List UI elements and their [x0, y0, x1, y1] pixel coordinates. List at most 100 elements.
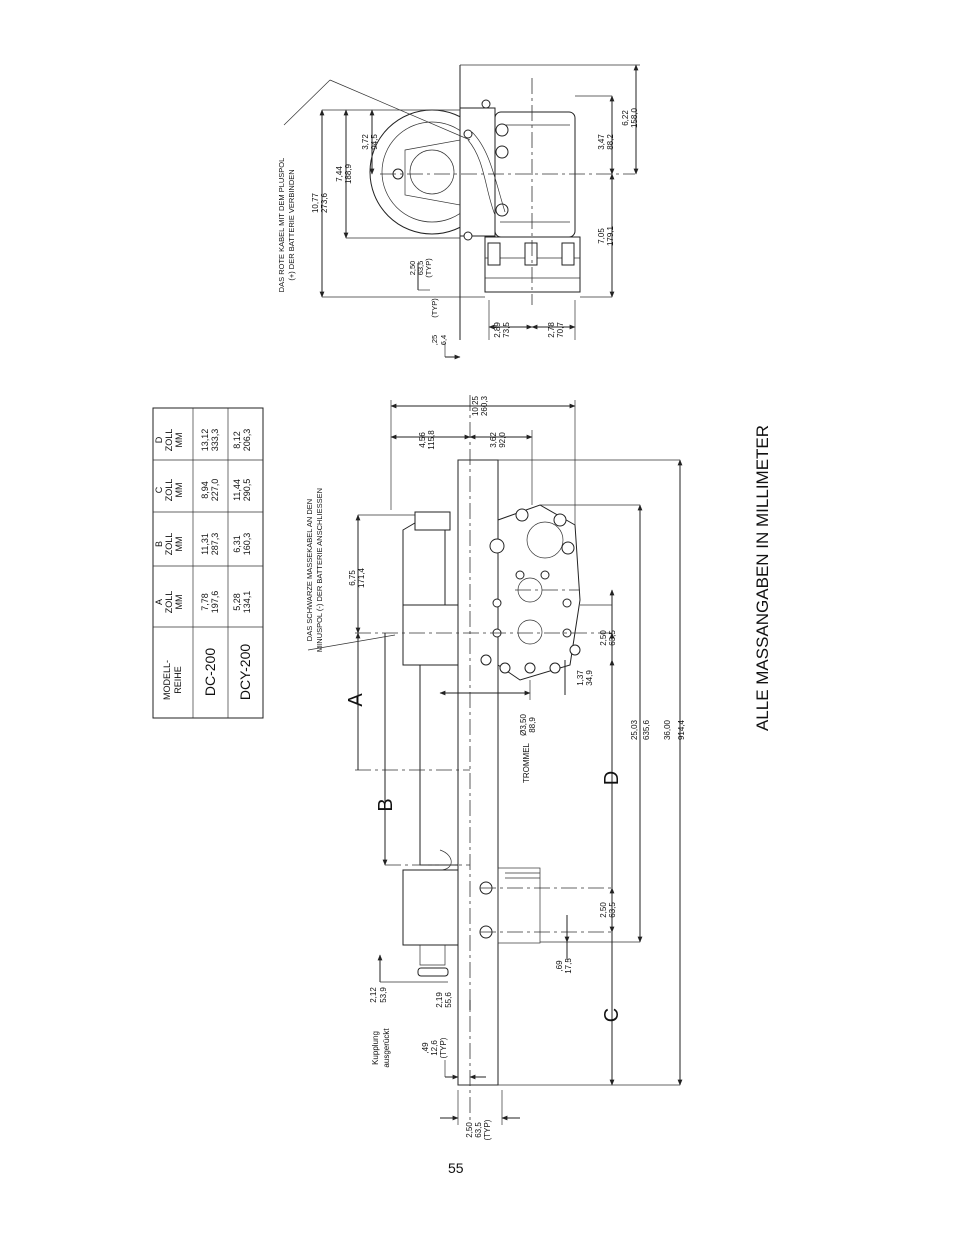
- dim-6-22: 6,22 158,0: [621, 107, 639, 128]
- svg-text:MM: MM: [174, 433, 184, 448]
- row-dcy200-c: 11,44 290,5: [232, 479, 252, 502]
- svg-text:635,6: 635,6: [642, 719, 651, 740]
- svg-text:25,03: 25,03: [630, 719, 639, 740]
- svg-text:11,44: 11,44: [232, 479, 242, 501]
- svg-text:5,28: 5,28: [232, 593, 242, 611]
- dim-0-69: ,69 17,5: [555, 958, 573, 974]
- motor-end: [402, 604, 459, 666]
- svg-text:ZOLL: ZOLL: [164, 591, 174, 614]
- svg-text:197,6: 197,6: [210, 591, 220, 614]
- label-d: D: [601, 771, 623, 785]
- svg-text:63,5: 63,5: [474, 1122, 483, 1138]
- red-cable-callout: DAS ROTE KABEL MIT DEM PLUSPOL (+) DER B…: [277, 158, 296, 293]
- svg-text:7,78: 7,78: [200, 593, 210, 611]
- clutch-knob: [417, 967, 449, 977]
- svg-text:115,8: 115,8: [427, 430, 436, 450]
- svg-text:MM: MM: [174, 537, 184, 552]
- dim-0-49-typ: ,49 12,6 (TYP): [421, 1037, 448, 1058]
- svg-text:160,3: 160,3: [242, 533, 252, 556]
- dim-3-50-drum: Ø3,50 88,9: [519, 714, 537, 736]
- dim-7-05: 7,05 179,1: [597, 225, 615, 246]
- label-a: A: [345, 693, 367, 707]
- svg-text:2,78: 2,78: [547, 322, 556, 338]
- svg-text:333,3: 333,3: [210, 429, 220, 452]
- svg-text:Ø3,50: Ø3,50: [519, 714, 528, 736]
- mount-plate: [459, 107, 496, 237]
- dim-2-50-typ-main: 2,50 63,5 (TYP): [465, 1119, 492, 1140]
- row-dcy200-d: 8,12 206,3: [232, 429, 252, 452]
- svg-text:MINUSPOL (-) DER BATTERIE ANSC: MINUSPOL (-) DER BATTERIE ANSCHLIESSEN: [315, 488, 324, 652]
- dim-6-75: 6,75 171,4: [348, 567, 366, 588]
- row-dc200-c: 8,94 227,0: [200, 479, 220, 502]
- row-dc200-b: 11,31 287,3: [200, 533, 220, 556]
- svg-text:(+) DER BATTERIE VERBINDEN: (+) DER BATTERIE VERBINDEN: [287, 169, 296, 280]
- svg-text:2,19: 2,19: [435, 992, 444, 1008]
- dim-0-25-typ: ,25 6,4 (TYP): [430, 298, 448, 346]
- svg-text:13,12: 13,12: [200, 429, 210, 452]
- dim-25-03: 25,03 635,6: [630, 719, 651, 740]
- svg-text:4,56: 4,56: [418, 432, 427, 448]
- svg-text:3,62: 3,62: [489, 432, 498, 448]
- svg-text:227,0: 227,0: [210, 479, 220, 502]
- svg-text:ZOLL: ZOLL: [164, 479, 174, 502]
- svg-text:6,22: 6,22: [621, 110, 630, 126]
- svg-text:63,5: 63,5: [608, 902, 617, 918]
- table-header-d: D ZOLL MM: [154, 429, 184, 452]
- dim-2-19: 2,19 55,6: [435, 992, 453, 1008]
- svg-text:DAS SCHWARZE MASSEKABEL AN DEN: DAS SCHWARZE MASSEKABEL AN DEN: [305, 499, 314, 641]
- dim-3-72: 3,72 94,5: [361, 134, 379, 150]
- gearbox: [497, 504, 581, 681]
- svg-text:,49: ,49: [421, 1042, 430, 1054]
- dim-10-77: 10,77 273,6: [311, 192, 329, 213]
- svg-text:12,6: 12,6: [430, 1040, 439, 1056]
- svg-text:MM: MM: [174, 483, 184, 498]
- svg-text:8,94: 8,94: [200, 481, 210, 499]
- svg-text:10,77: 10,77: [311, 192, 320, 213]
- svg-text:53,9: 53,9: [379, 987, 388, 1003]
- side-view: DAS ROTE KABEL MIT DEM PLUSPOL (+) DER B…: [277, 64, 640, 360]
- svg-text:ZOLL: ZOLL: [164, 533, 174, 556]
- svg-text:88,2: 88,2: [606, 134, 615, 150]
- svg-text:,69: ,69: [555, 960, 564, 972]
- svg-text:6,31: 6,31: [232, 535, 242, 553]
- svg-text:94,5: 94,5: [370, 134, 379, 150]
- drum-label: TROMMEL: [522, 742, 531, 783]
- svg-text:ZOLL: ZOLL: [164, 429, 174, 452]
- label-c: C: [601, 1008, 623, 1022]
- dim-2-50-lower: 2,50 63,5: [599, 902, 617, 918]
- drum-tube: [419, 664, 459, 866]
- dim-10-25: 10,25 260,3: [471, 395, 489, 416]
- svg-text:206,3: 206,3: [242, 429, 252, 452]
- svg-text:63,5: 63,5: [608, 630, 617, 646]
- dim-2-78: 2,78 70,7: [547, 322, 565, 338]
- dim-2-12: 2,12 53,9: [369, 987, 388, 1003]
- svg-text:D: D: [154, 436, 164, 443]
- page-number: 55: [448, 1160, 464, 1176]
- dim-2-50-typ-side: 2,50 63,5 (TYP): [408, 258, 433, 278]
- dim-2-50-upper: 2,50 63,5: [599, 630, 617, 646]
- dim-2-89: 2,89 73,5: [493, 322, 511, 338]
- label-b: B: [375, 798, 397, 811]
- svg-text:2,50: 2,50: [408, 261, 417, 276]
- svg-text:1,37: 1,37: [576, 670, 585, 686]
- svg-text:11,31: 11,31: [200, 533, 210, 555]
- svg-text:10,25: 10,25: [471, 395, 480, 416]
- svg-text:,25: ,25: [430, 335, 439, 345]
- svg-text:MM: MM: [174, 595, 184, 610]
- svg-text:Kupplung: Kupplung: [371, 1031, 380, 1065]
- svg-text:(TYP): (TYP): [430, 298, 439, 318]
- svg-text:MODELL-: MODELL-: [162, 660, 172, 700]
- svg-text:DAS ROTE KABEL MIT DEM PLUSPOL: DAS ROTE KABEL MIT DEM PLUSPOL: [277, 158, 286, 293]
- svg-text:(TYP): (TYP): [439, 1037, 448, 1058]
- page-heading: ALLE MASSANGABEN IN MILLIMETER: [753, 425, 772, 731]
- black-cable-callout: DAS SCHWARZE MASSEKABEL AN DEN MINUSPOL …: [305, 488, 324, 652]
- svg-text:REIHE: REIHE: [173, 666, 183, 694]
- row-dc200-model: DC-200: [202, 648, 218, 696]
- svg-text:C: C: [154, 486, 164, 493]
- svg-text:287,3: 287,3: [210, 533, 220, 556]
- svg-text:290,5: 290,5: [242, 479, 252, 502]
- svg-text:8,12: 8,12: [232, 431, 242, 449]
- row-dcy200-model: DCY-200: [237, 644, 253, 701]
- table-header-a: A ZOLL MM: [154, 591, 184, 614]
